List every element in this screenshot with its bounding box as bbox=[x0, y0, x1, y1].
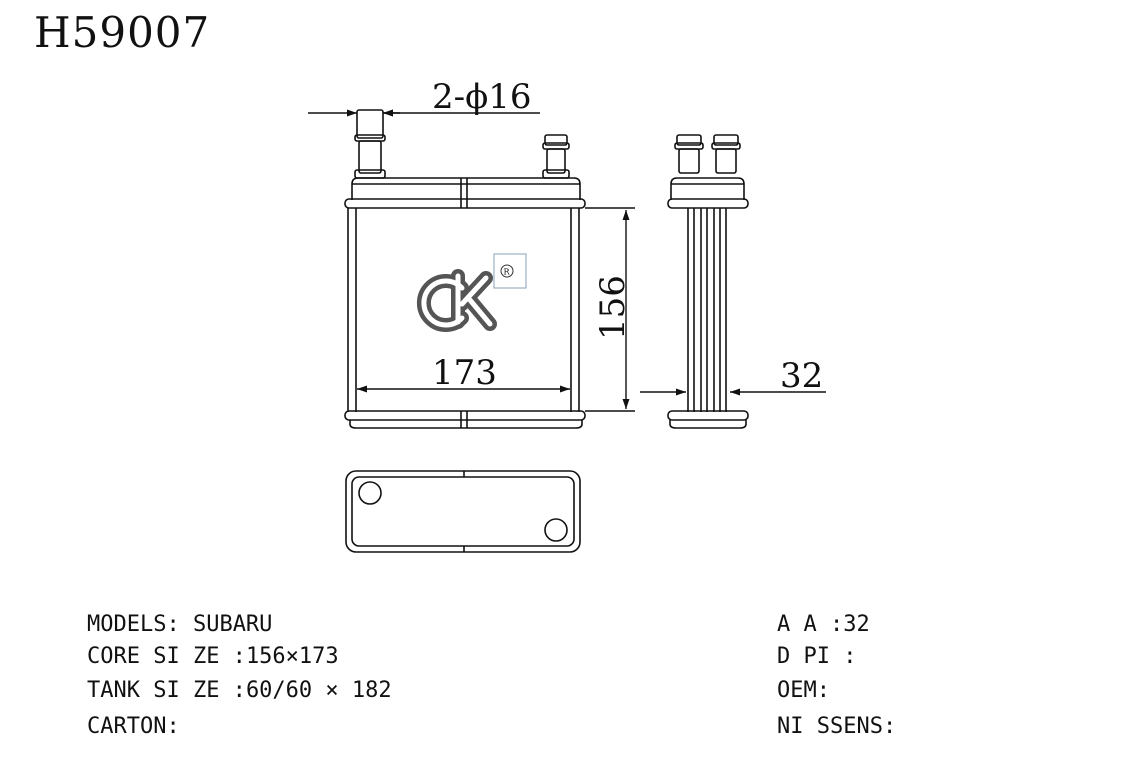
core bbox=[347, 208, 580, 412]
inlet-pipe bbox=[354, 109, 386, 179]
spec-oem-label: OEM: bbox=[776, 678, 830, 703]
outlet-port bbox=[544, 518, 568, 542]
spec-nissens: NI SSENS: bbox=[724, 688, 896, 766]
bottom-tank bbox=[344, 410, 586, 429]
top-view bbox=[345, 470, 581, 553]
pipe-diameter-label: 2-ϕ16 bbox=[432, 77, 532, 117]
spec-oem: OEM: bbox=[724, 652, 830, 730]
side-pipe-right bbox=[711, 134, 741, 174]
spec-aa-label: A A : bbox=[776, 612, 844, 637]
top-tank bbox=[344, 177, 586, 209]
spec-dpi-label: D PI : bbox=[776, 644, 857, 669]
width-label: 173 bbox=[432, 353, 497, 393]
spec-nissens-label: NI SSENS: bbox=[776, 714, 897, 739]
side-view bbox=[667, 134, 749, 429]
spec-tank-size: TANK SI ZE :60/60 × 182 bbox=[34, 652, 392, 730]
spec-aa: A A :32 bbox=[724, 586, 870, 664]
brand-logo bbox=[416, 253, 527, 332]
side-pipe-left bbox=[674, 134, 704, 174]
registered-mark: R bbox=[504, 268, 511, 277]
spec-models-value: SUBARU bbox=[192, 612, 273, 637]
spec-dpi: D PI : bbox=[724, 618, 856, 696]
part-number-title: H59007 bbox=[34, 8, 211, 57]
spec-models: MODELS: SUBARU bbox=[34, 586, 272, 664]
spec-core-size: CORE SI ZE :156×173 bbox=[34, 618, 339, 696]
height-dimension bbox=[585, 207, 635, 412]
spec-models-label: MODELS: bbox=[86, 612, 193, 637]
heater-core-drawing: 2-ϕ16 173 156 R bbox=[308, 77, 826, 553]
spec-carton-label: CARTON: bbox=[86, 714, 180, 739]
spec-tank-size-value: 60/60 × 182 bbox=[245, 678, 392, 703]
spec-aa-value: 32 bbox=[843, 612, 870, 637]
spec-carton: CARTON: bbox=[34, 688, 180, 766]
height-label: 156 bbox=[593, 275, 633, 340]
spec-tank-size-label: TANK SI ZE : bbox=[86, 678, 246, 703]
outlet-pipe bbox=[542, 134, 570, 179]
spec-core-size-value: 156×173 bbox=[245, 644, 339, 669]
thickness-label: 32 bbox=[780, 356, 823, 396]
front-view bbox=[344, 109, 586, 429]
spec-core-size-label: CORE SI ZE : bbox=[86, 644, 246, 669]
inlet-port bbox=[358, 481, 382, 505]
